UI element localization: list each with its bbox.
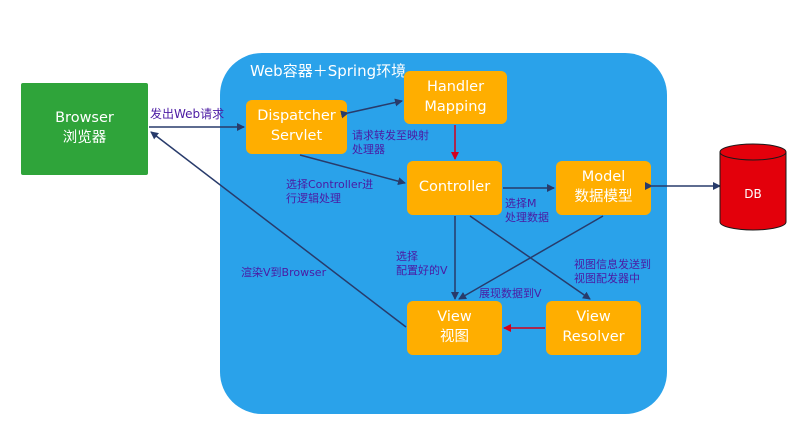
model-node: Model 数据模型: [556, 161, 651, 215]
browser-subtitle: 浏览器: [62, 130, 107, 146]
handler-mapping-node: Handler Mapping: [404, 71, 507, 124]
controller-label: Controller: [418, 179, 491, 196]
dispatcher-servlet-node: Dispatcher Servlet: [246, 100, 347, 154]
view-node: View 视图: [407, 301, 502, 355]
browser-title: Browser: [55, 110, 114, 127]
view-line2: 视图: [439, 329, 469, 345]
resolver-line1: View: [576, 309, 611, 326]
arrow-dispatcher-handler: [340, 98, 403, 119]
label-render-browser: 渲染V到Browser: [241, 266, 327, 279]
model-line2: 数据模型: [574, 189, 633, 205]
handler-line2: Mapping: [424, 98, 487, 115]
db-cylinder: DB: [719, 143, 787, 231]
model-line1: Model: [581, 169, 626, 186]
dispatcher-line1: Dispatcher: [257, 108, 336, 125]
resolver-line2: Resolver: [562, 329, 625, 345]
label-select-controller: 选择Controller进 行逻辑处理: [286, 178, 374, 205]
db-label: DB: [744, 187, 761, 201]
arrow-model-view: [458, 215, 604, 300]
controller-node: Controller: [407, 161, 502, 215]
arrow-dispatcher-controller: [299, 154, 406, 186]
label-select-m: 选择M 处理数据: [505, 197, 549, 224]
label-view-info: 视图信息发送到 视图配发器中: [574, 258, 651, 285]
handler-line1: Handler: [426, 78, 485, 95]
view-line1: View: [437, 309, 472, 326]
container-title: Web容器＋Spring环境: [250, 62, 407, 80]
view-resolver-node: View Resolver: [546, 301, 641, 355]
label-forward-mapping: 请求转发至映射 处理器: [352, 129, 429, 156]
label-render-to-view: 展现数据到V: [479, 287, 542, 300]
dispatcher-line2: Servlet: [270, 128, 323, 144]
label-send-request: 发出Web请求: [150, 107, 225, 121]
label-select-view: 选择 配置好的V: [396, 250, 448, 277]
browser-node: Browser 浏览器: [21, 83, 148, 175]
arrow-view-browser: [150, 131, 407, 328]
